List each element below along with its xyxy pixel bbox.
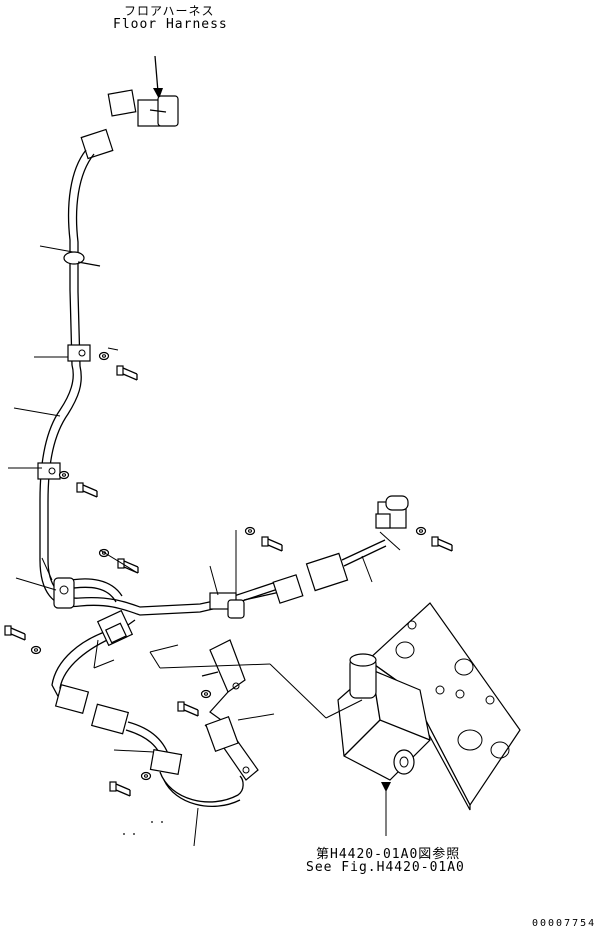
reference-label-en: See Fig.H4420-01A0 [306,860,465,875]
cable-clamps [37,251,245,619]
relay-cluster [96,609,136,647]
floor-harness-label-jp: フロアハーネス [124,4,215,18]
reference-label-jp: 第H4420-01A0図参照 [316,847,461,862]
index-dots [123,821,163,835]
mounting-bracket [201,639,259,781]
valve-block [337,602,521,811]
floor-harness-connectors [80,55,179,160]
leader-lines [8,245,401,847]
floor-harness-label-en: Floor Harness [113,17,228,32]
main-harness-cable [39,149,291,616]
drawing-number: 00007754 [532,918,597,929]
right-branch [243,495,409,604]
